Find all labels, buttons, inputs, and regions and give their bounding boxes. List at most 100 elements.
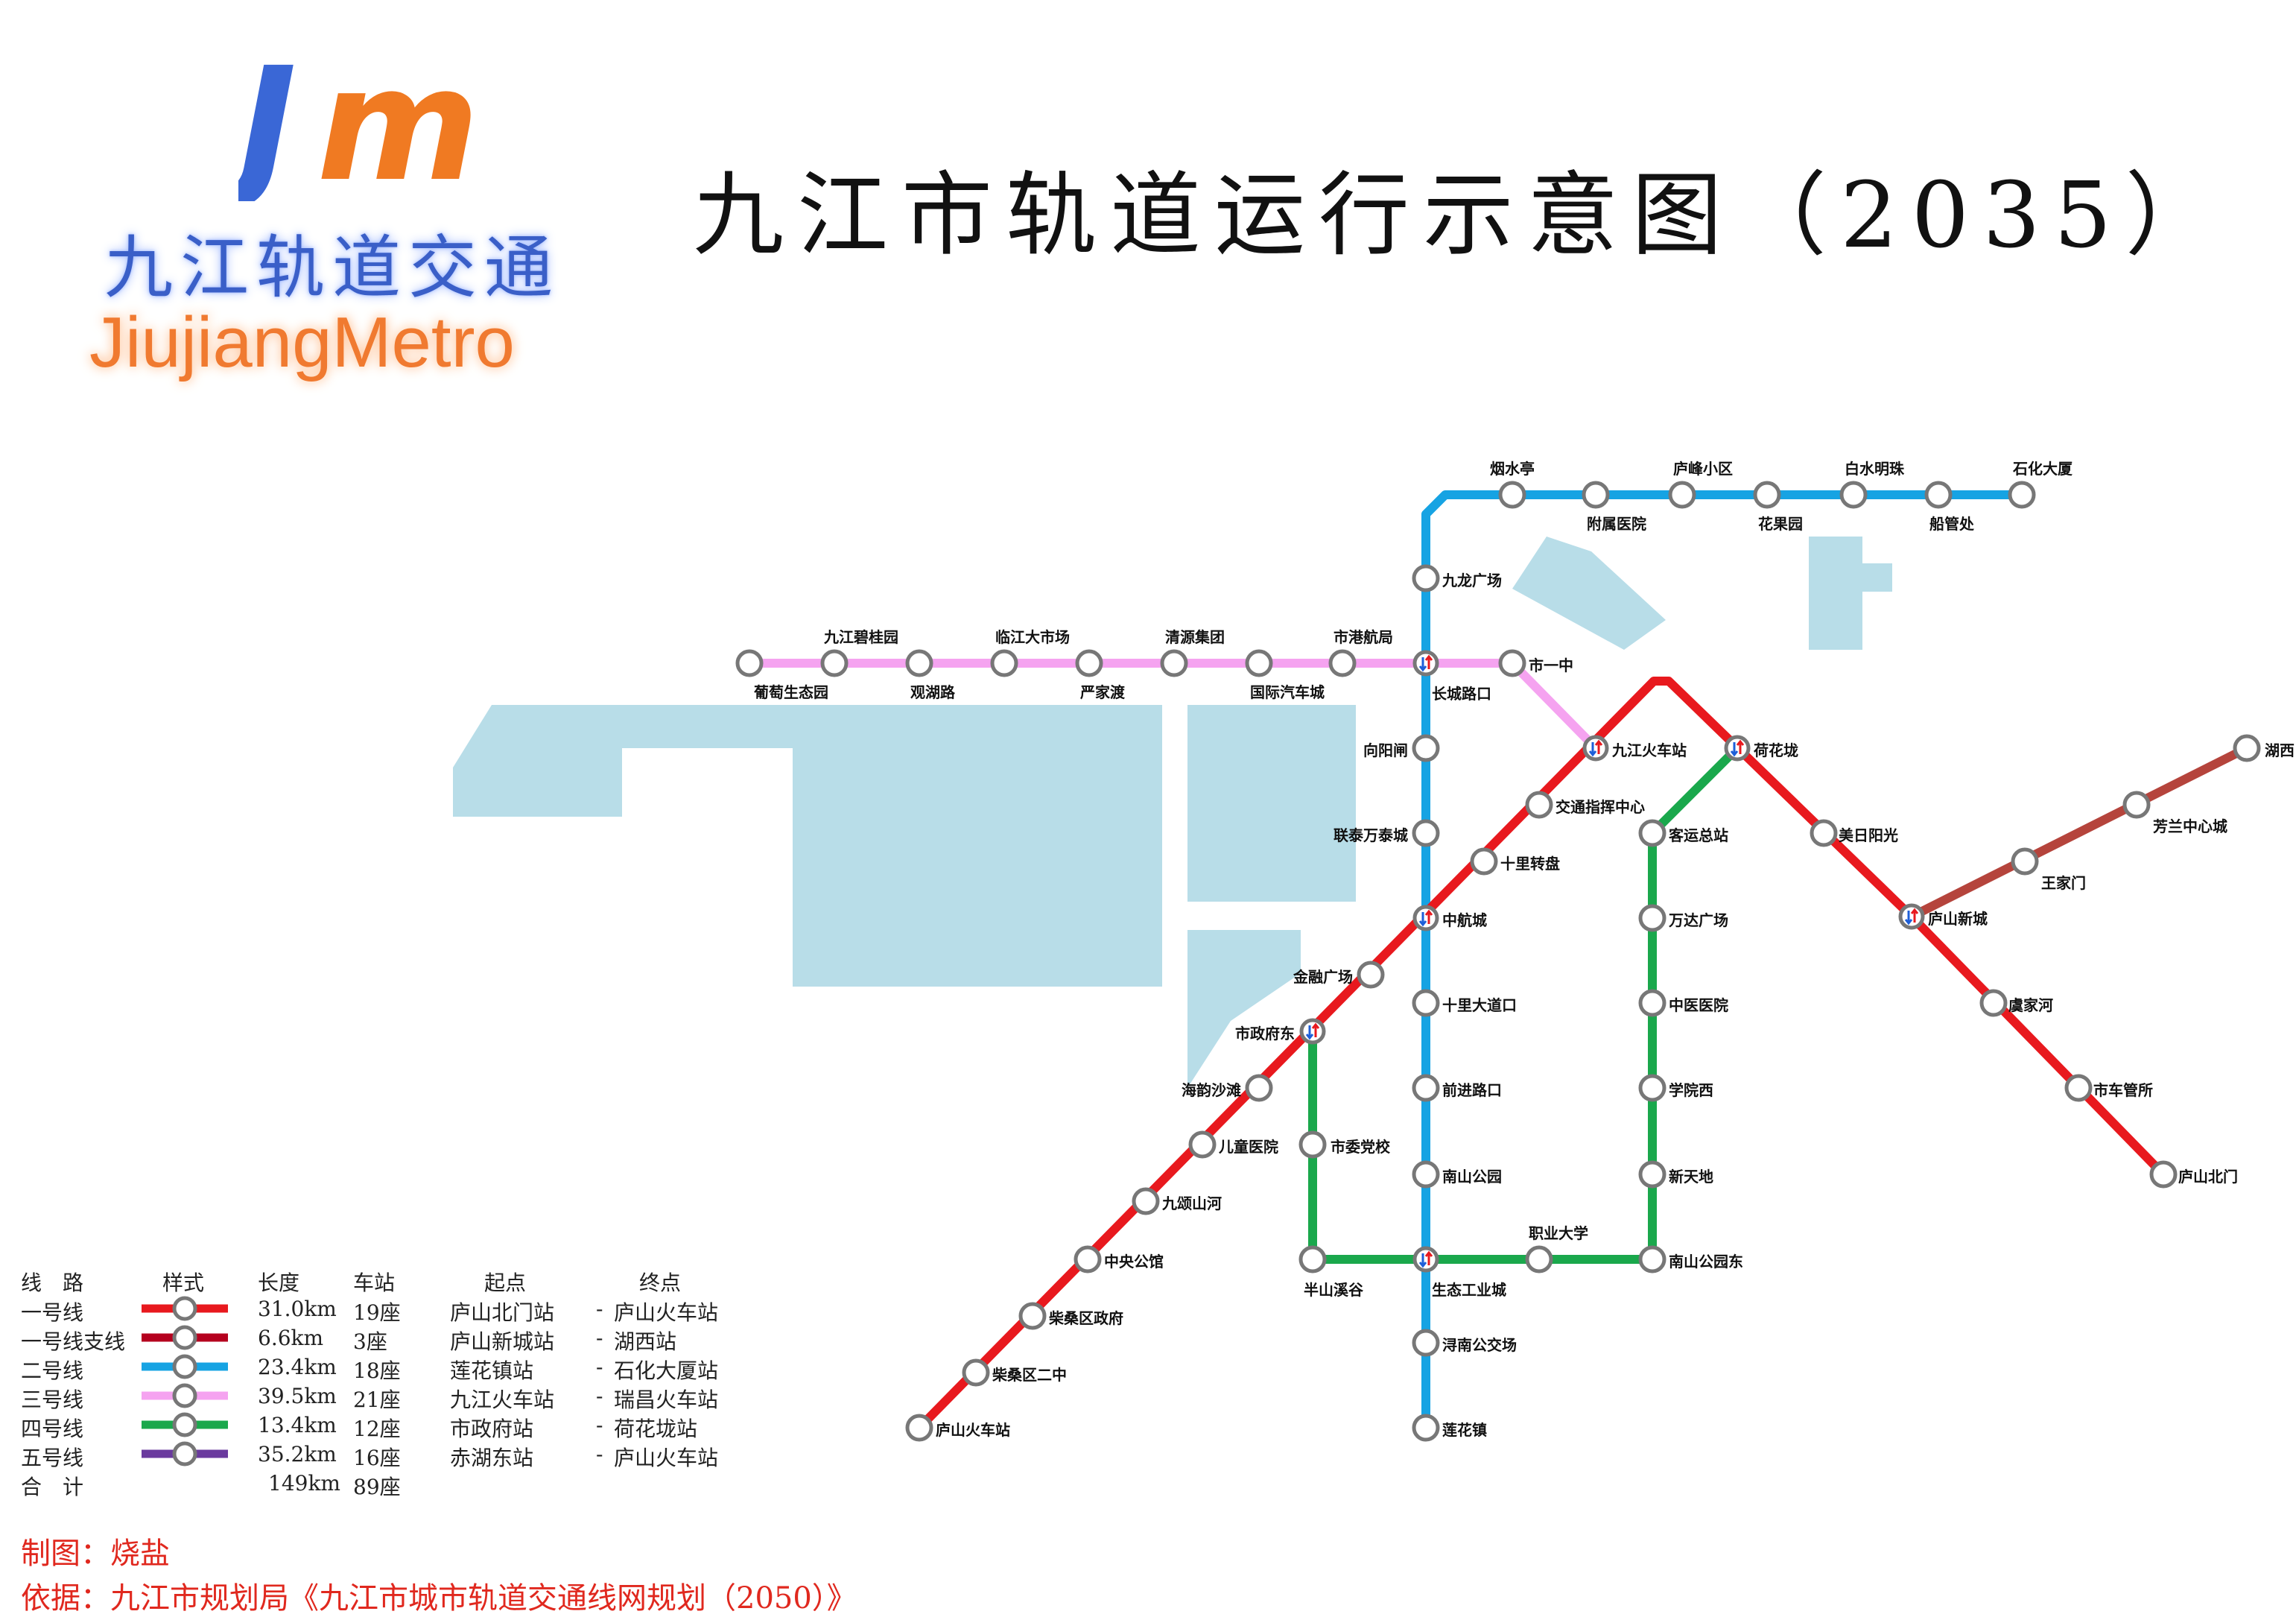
station-marker[interactable] xyxy=(962,1358,990,1387)
legend-dash: - xyxy=(596,1384,603,1408)
station-marker[interactable] xyxy=(1132,1187,1160,1215)
legend-line-length: 13.4km xyxy=(258,1413,337,1437)
legend-line-name: 四号线 xyxy=(21,1417,84,1441)
legend-line-stations: 21座 xyxy=(353,1388,401,1412)
legend-dash: - xyxy=(596,1326,603,1350)
transfer-station-marker[interactable] xyxy=(1412,650,1439,677)
station-marker[interactable] xyxy=(1638,1160,1666,1189)
station-marker[interactable] xyxy=(1525,1245,1553,1273)
transfer-station-marker[interactable] xyxy=(1582,735,1609,762)
station-marker[interactable] xyxy=(2011,847,2039,876)
station-marker[interactable] xyxy=(1412,1074,1440,1102)
transfer-station-marker[interactable] xyxy=(1412,905,1439,931)
station-marker[interactable] xyxy=(1412,1160,1440,1189)
station-marker[interactable] xyxy=(1668,481,1696,509)
station-marker[interactable] xyxy=(1839,481,1868,509)
logo-letter-m: m xyxy=(317,52,477,201)
lake-area-south xyxy=(1187,930,1301,1088)
legend-line-swatch xyxy=(142,1325,228,1350)
station-label: 芳兰中心城 xyxy=(2153,817,2227,835)
station-marker[interactable] xyxy=(1582,481,1610,509)
station-marker[interactable] xyxy=(1638,904,1666,932)
station-marker[interactable] xyxy=(1412,819,1440,847)
station-marker[interactable] xyxy=(1328,649,1357,677)
station-marker[interactable] xyxy=(1638,1245,1666,1273)
station-marker[interactable] xyxy=(1525,791,1553,819)
station-marker[interactable] xyxy=(1245,649,1273,677)
station-marker[interactable] xyxy=(820,649,849,677)
station-marker[interactable] xyxy=(2149,1160,2178,1189)
station-marker[interactable] xyxy=(1412,1414,1440,1442)
legend-line-from: 庐山新城站 xyxy=(450,1329,555,1354)
station-label: 虞家河 xyxy=(2008,996,2053,1014)
station-marker[interactable] xyxy=(1298,1130,1327,1159)
station-marker[interactable] xyxy=(1498,481,1526,509)
station-marker[interactable] xyxy=(1924,481,1953,509)
station-marker[interactable] xyxy=(1753,481,1781,509)
station-label: 金融广场 xyxy=(1293,968,1353,986)
logo-chinese-name: 九江轨道交通 xyxy=(104,228,561,308)
station-label: 临江大市场 xyxy=(995,628,1070,646)
station-label: 九江碧桂园 xyxy=(823,628,898,646)
station-label: 向阳闸 xyxy=(1363,741,1408,759)
station-marker[interactable] xyxy=(1498,649,1526,677)
station-marker[interactable] xyxy=(1412,734,1440,762)
station-marker[interactable] xyxy=(905,649,933,677)
station-marker[interactable] xyxy=(1638,819,1666,847)
station-marker[interactable] xyxy=(990,649,1018,677)
station-marker[interactable] xyxy=(1412,1329,1440,1357)
station-label: 职业大学 xyxy=(1529,1224,1588,1242)
station-marker[interactable] xyxy=(1470,847,1498,876)
transfer-station-marker[interactable] xyxy=(1724,735,1751,762)
station-marker[interactable] xyxy=(1188,1130,1217,1159)
station-marker[interactable] xyxy=(1412,989,1440,1017)
station-marker[interactable] xyxy=(1245,1074,1273,1102)
transfer-arrow-icon xyxy=(1418,912,1427,927)
transfer-arrow-icon xyxy=(1730,742,1739,757)
station-marker[interactable] xyxy=(1638,989,1666,1017)
transfer-arrow-icon xyxy=(1594,739,1603,754)
station-marker[interactable] xyxy=(2064,1074,2093,1102)
station-label: 葡萄生态园 xyxy=(753,683,828,701)
legend-line-name: 一号线支线 xyxy=(21,1329,126,1354)
station-label: 美日阳光 xyxy=(1839,826,1898,844)
station-marker[interactable] xyxy=(1075,649,1103,677)
station-marker[interactable] xyxy=(1074,1245,1102,1273)
legend-line-to: 湖西站 xyxy=(614,1329,677,1354)
transfer-station-marker[interactable] xyxy=(1412,1246,1439,1273)
station-label: 中医医院 xyxy=(1669,996,1728,1014)
station-marker[interactable] xyxy=(1638,1074,1666,1102)
station-marker[interactable] xyxy=(1979,989,2008,1017)
station-marker[interactable] xyxy=(735,649,764,677)
station-label: 王家门 xyxy=(2041,874,2086,892)
station-label: 学院西 xyxy=(1669,1081,1713,1099)
station-label: 柴桑区二中 xyxy=(992,1366,1067,1384)
station-label: 九江火车站 xyxy=(1611,741,1687,759)
transfer-station-marker[interactable] xyxy=(1299,1018,1326,1045)
logo-letter-j: J xyxy=(238,52,296,201)
station-label: 庐山火车站 xyxy=(936,1421,1010,1439)
transfer-arrow-icon xyxy=(1424,909,1433,924)
station-marker[interactable] xyxy=(1357,961,1385,989)
legend-line-length: 23.4km xyxy=(258,1355,337,1379)
legend-line-length: 31.0km xyxy=(258,1297,337,1321)
station-marker[interactable] xyxy=(1018,1302,1047,1330)
station-marker[interactable] xyxy=(1412,564,1440,592)
station-label: 庐山北门 xyxy=(2178,1168,2238,1186)
station-marker[interactable] xyxy=(1298,1245,1327,1273)
transfer-arrow-icon xyxy=(1418,657,1427,672)
transfer-arrow-icon xyxy=(1311,1022,1320,1037)
legend-total-length: 149km xyxy=(268,1471,340,1496)
transfer-station-marker[interactable] xyxy=(1898,903,1925,930)
yangtze-river-area xyxy=(453,705,1162,987)
metro-logo-mark: J m xyxy=(238,52,477,201)
legend-dash: - xyxy=(596,1442,603,1466)
station-marker[interactable] xyxy=(2122,791,2151,819)
station-marker[interactable] xyxy=(905,1414,933,1442)
station-label: 南山公园 xyxy=(1442,1168,1502,1186)
station-marker[interactable] xyxy=(1160,649,1188,677)
station-label: 新天地 xyxy=(1669,1168,1713,1186)
station-marker[interactable] xyxy=(2008,481,2036,509)
station-marker[interactable] xyxy=(1810,819,1838,847)
station-marker[interactable] xyxy=(2233,734,2261,762)
